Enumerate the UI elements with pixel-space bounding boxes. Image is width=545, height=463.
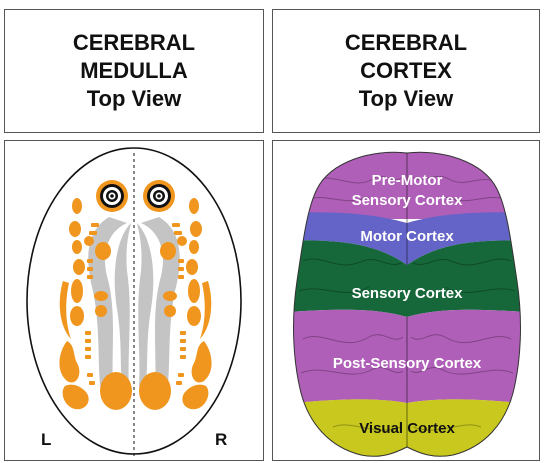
cortex-title-line1: CEREBRAL	[345, 29, 467, 57]
medulla-title-line2: MEDULLA	[73, 57, 195, 85]
cortex-diagram: Pre-Motor Sensory Cortex Motor Cortex Se…	[273, 141, 541, 462]
cortex-title-line2: CORTEX	[345, 57, 467, 85]
medulla-title-panel: CEREBRAL MEDULLA Top View	[4, 9, 264, 133]
motor-label: Motor Cortex	[360, 228, 454, 245]
medulla-diagram-panel: L R	[4, 140, 264, 461]
visual-label: Visual Cortex	[359, 420, 455, 437]
cortex-title-panel: CEREBRAL CORTEX Top View	[272, 9, 540, 133]
medulla-title: CEREBRAL MEDULLA Top View	[73, 29, 195, 113]
right-bulb	[143, 180, 175, 212]
right-inner-tract	[137, 223, 153, 387]
cortex-title: CEREBRAL CORTEX Top View	[345, 29, 467, 113]
post-sensory-label: Post-Sensory Cortex	[333, 355, 482, 372]
cortex-diagram-panel: Pre-Motor Sensory Cortex Motor Cortex Se…	[272, 140, 540, 461]
left-inner-tract	[115, 223, 131, 387]
sensory-label: Sensory Cortex	[352, 285, 464, 302]
right-label: R	[215, 430, 227, 449]
left-bulb	[96, 180, 128, 212]
cortex-title-line3: Top View	[345, 85, 467, 113]
medulla-diagram: L R	[5, 141, 265, 462]
medulla-title-line1: CEREBRAL	[73, 29, 195, 57]
medulla-title-line3: Top View	[73, 85, 195, 113]
left-label: L	[41, 430, 51, 449]
premotor-label-line1: Pre-Motor	[372, 172, 443, 189]
premotor-label-line2: Sensory Cortex	[352, 192, 464, 209]
